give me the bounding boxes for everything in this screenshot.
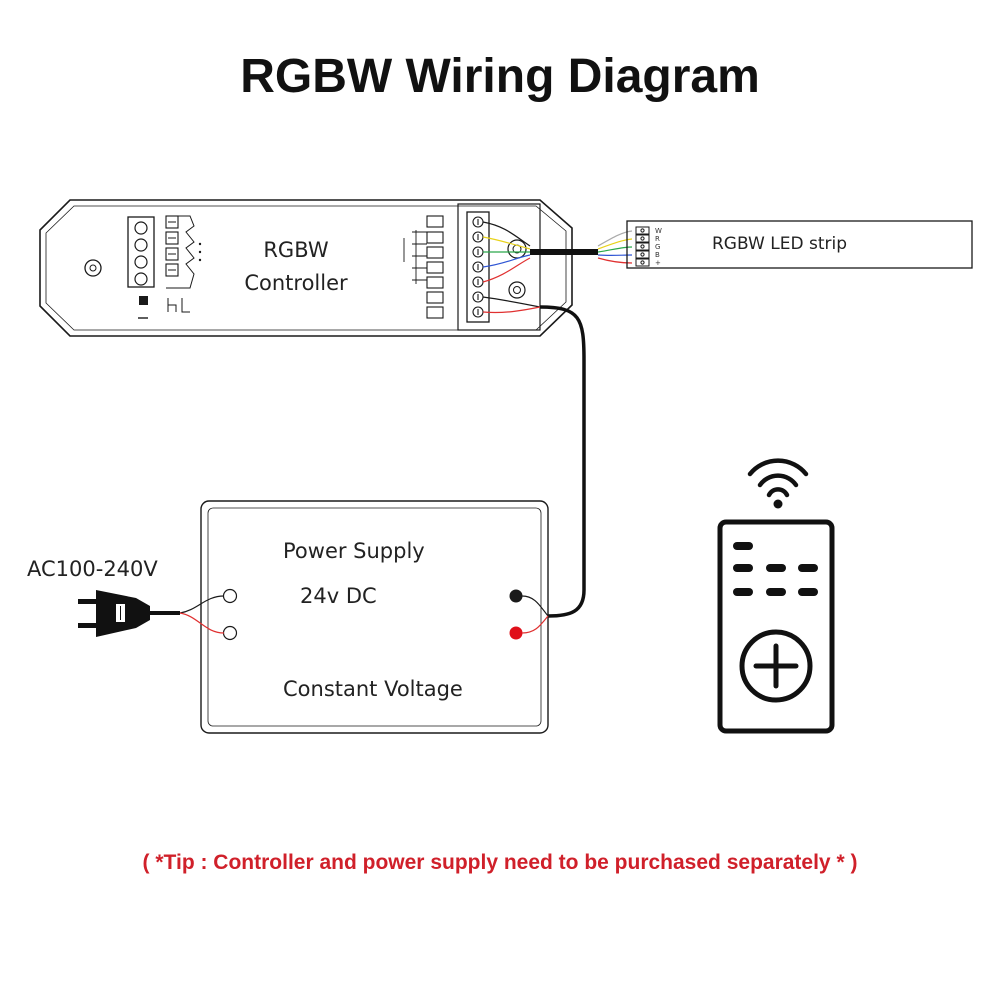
remote-body xyxy=(717,519,835,734)
led-strip-body xyxy=(626,220,973,269)
power-supply-label-line3: Constant Voltage xyxy=(283,677,463,701)
led-output-wires xyxy=(482,221,633,283)
power-supply-label-line2: 24v DC xyxy=(300,584,377,608)
controller-label-line1: RGBW xyxy=(263,238,329,262)
mounting-hole xyxy=(84,259,102,277)
screw-ring xyxy=(507,239,527,259)
rf-remote-icon xyxy=(717,519,835,734)
power-plug-icon xyxy=(78,590,180,637)
led-pin-b: B xyxy=(655,251,660,259)
led-pin-plus: + xyxy=(655,259,661,267)
output-terminal-block xyxy=(466,211,490,323)
ac-terminal-n xyxy=(222,625,238,641)
power-supply-label-line1: Power Supply xyxy=(283,539,425,563)
diagram-title: RGBW Wiring Diagram xyxy=(240,50,760,103)
dc-terminal-positive xyxy=(509,626,523,640)
controller-housing xyxy=(39,199,573,337)
input-terminal-block xyxy=(127,216,155,288)
led-pin-g: G xyxy=(655,243,660,251)
power-supply-housing xyxy=(200,500,549,734)
wireless-signal-icon xyxy=(747,458,809,498)
tip-note: ( *Tip : Controller and power supply nee… xyxy=(143,851,858,874)
controller-label-line2: Controller xyxy=(244,271,348,295)
led-strip xyxy=(626,220,973,269)
output-terminal-section xyxy=(457,203,541,331)
ac-input-label: AC100-240V xyxy=(27,557,158,581)
led-strip-label: RGBW LED strip xyxy=(712,234,847,254)
dc-input-wires xyxy=(482,296,541,314)
ac-terminal-l xyxy=(222,588,238,604)
plus-dial-icon xyxy=(739,629,813,703)
rgbw-controller xyxy=(39,199,573,337)
led-pin-r: R xyxy=(655,235,660,243)
dc-cable xyxy=(539,305,586,618)
led-pin-w: W xyxy=(655,227,662,235)
dc-terminal-negative xyxy=(509,589,523,603)
